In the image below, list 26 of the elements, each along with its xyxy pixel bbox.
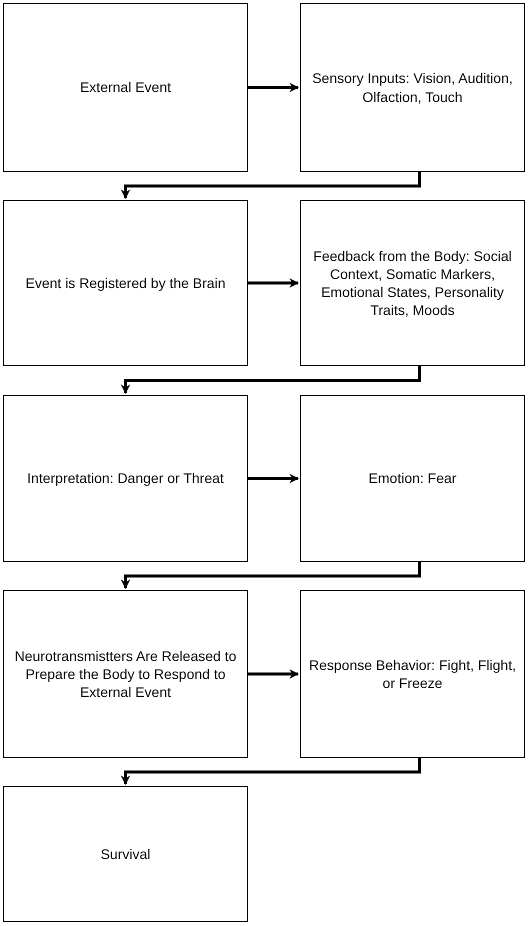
box-text: External Event [80,78,172,97]
box-text: Feedback from the Body: Social Context, Somatic Markers, Emotional States, Personality Traits, Moods [312,246,513,320]
process-box [300,3,525,172]
arrow [120,366,421,394]
process-box [300,590,525,758]
process-box [3,590,248,758]
process-box [3,3,248,172]
arrow [120,758,421,785]
arrow [120,562,421,589]
box-text: Sensory Inputs: Vision, Audition, Olfaction, Touch [311,69,514,106]
process-box [3,786,248,922]
box-text: Neurotransmistters Are Released to Prepare the Body to Respond to External Event [14,646,238,702]
arrow [248,278,299,288]
arrow [248,474,299,484]
process-box [300,200,525,366]
process-box [3,200,248,366]
arrow [248,82,299,92]
box-text: Event is Registered by the Brain [26,274,226,292]
box-text: Response Behavior: Fight, Flight, or Freeze [309,656,516,692]
arrow [248,669,299,679]
box-text: Interpretation: Danger or Threat [27,469,224,488]
process-box [3,395,248,562]
box-text: Emotion: Fear [368,469,456,488]
arrow [120,172,421,199]
process-box [300,395,525,562]
box-text: Survival [100,844,150,864]
